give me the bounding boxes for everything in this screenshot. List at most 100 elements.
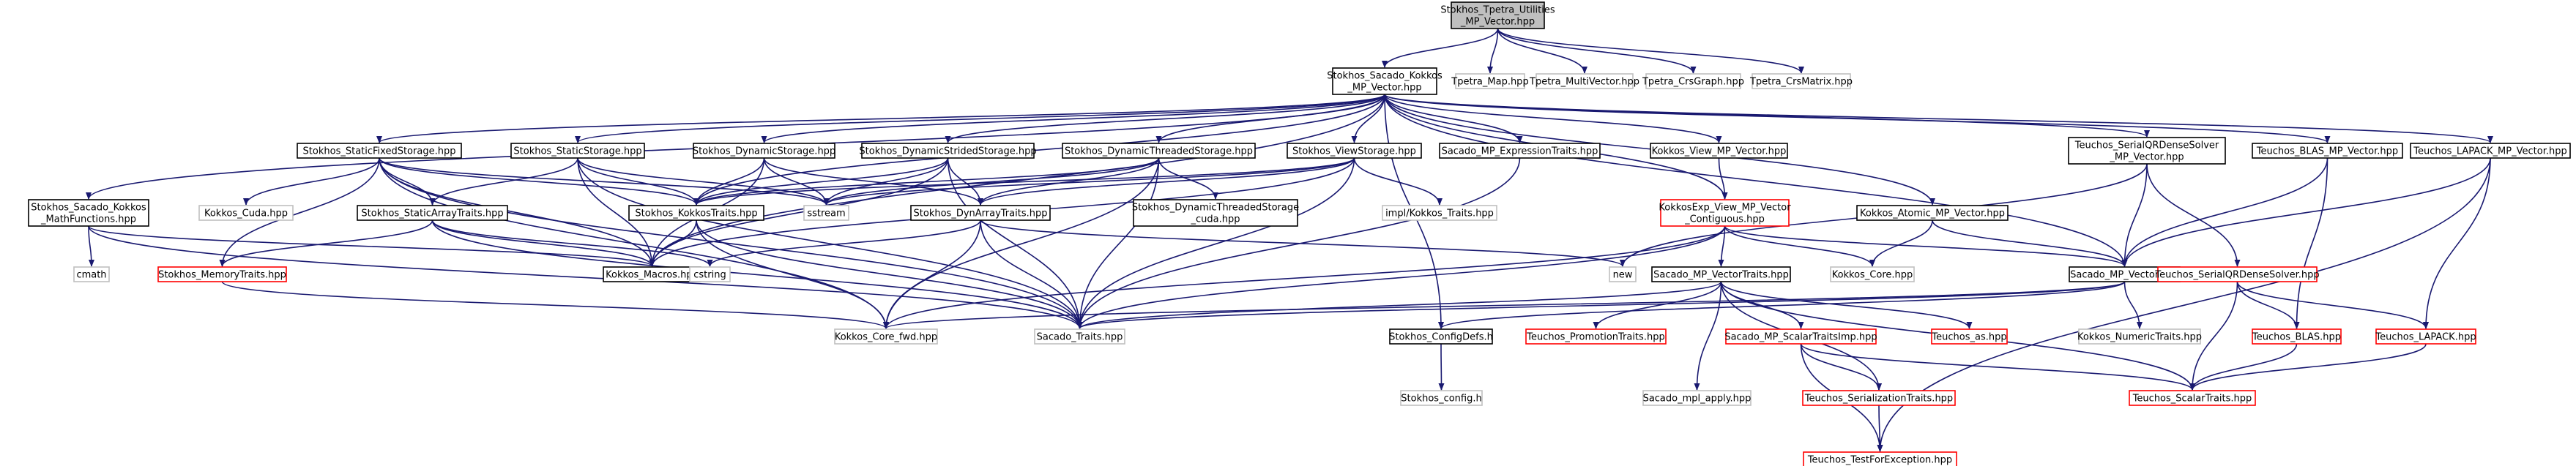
node-box bbox=[2410, 143, 2571, 159]
edge-sacado_kokkos_mp-to-mp_expr_traits bbox=[1384, 94, 1523, 143]
edge-kokkos_view_mp-to-kokkosexp_view bbox=[1718, 157, 1728, 200]
edge-math_functions-to-cmath bbox=[88, 225, 94, 267]
node-label: Stokhos_DynArrayTraits.hpp bbox=[914, 208, 1048, 219]
node-serial-qr-mp[interactable]: Teuchos_SerialQRDenseSolver_MP_Vector.hp… bbox=[2068, 137, 2226, 165]
edge-dynamic_strided-to-dyn_array_traits bbox=[947, 157, 983, 206]
node-mp-vector[interactable]: Sacado_MP_Vector.hpp bbox=[2069, 266, 2181, 282]
node-mp-scalar-traits-imp[interactable]: Sacado_MP_ScalarTraitsImp.hpp bbox=[1724, 328, 1877, 345]
node-static-storage[interactable]: Stokhos_StaticStorage.hpp bbox=[510, 143, 645, 159]
node-label: Tpetra_MultiVector.hpp bbox=[1529, 77, 1639, 88]
node-label: Sacado_MP_VectorTraits.hpp bbox=[1653, 270, 1789, 281]
node-label: Stokhos_DynamicStridedStorage.hpp bbox=[859, 146, 1036, 157]
node-teuchos-blas[interactable]: Teuchos_BLAS.hpp bbox=[2252, 328, 2342, 345]
edge-config_defs-to-stokhos_config bbox=[1438, 343, 1445, 391]
node-blas-mp[interactable]: Teuchos_BLAS_MP_Vector.hpp bbox=[2252, 143, 2403, 159]
edge-mp_vector-to-kokkos_core_fwd bbox=[883, 281, 2126, 329]
edge-view_storage-to-impl_kokkos_traits bbox=[1353, 157, 1443, 206]
edge-kokkos_atomic_mp-to-kokkos_core bbox=[1869, 219, 1933, 267]
edge-tpetra_utilities-to-tpetra_map bbox=[1487, 28, 1499, 74]
node-box bbox=[1725, 328, 1877, 345]
node-label: Teuchos_SerialQRDenseSolver.hpp bbox=[2154, 270, 2319, 281]
edge-view_storage-to-kokkos_traits bbox=[693, 157, 1355, 206]
node-memory-traits[interactable]: Stokhos_MemoryTraits.hpp bbox=[157, 266, 287, 282]
node-box bbox=[1062, 143, 1256, 159]
edge-mp_vector-to-config_defs bbox=[1438, 281, 2126, 329]
node-dyn-array-traits[interactable]: Stokhos_DynArrayTraits.hpp bbox=[910, 205, 1051, 221]
edge-static_storage-to-sacado_traits bbox=[577, 157, 1083, 329]
node-math-functions[interactable]: Stokhos_Sacado_Kokkos_MathFunctions.hpp bbox=[28, 199, 149, 227]
node-mp-expr-traits[interactable]: Sacado_MP_ExpressionTraits.hpp bbox=[1439, 143, 1601, 159]
edge-serial_qr-to-teuchos_lapack bbox=[2236, 281, 2429, 329]
node-box bbox=[834, 328, 938, 345]
node-kokkosexp-view[interactable]: KokkosExp_View_MP_Vector_Contiguous.hpp bbox=[1659, 199, 1791, 227]
edge-sacado_kokkos_mp-to-serial_qr_mp bbox=[1384, 94, 2150, 138]
node-promotion-traits[interactable]: Teuchos_PromotionTraits.hpp bbox=[1525, 328, 1667, 345]
edge-tpetra_utilities-to-tpetra_crsgraph bbox=[1497, 28, 1697, 74]
node-box bbox=[689, 266, 731, 282]
node-box bbox=[1287, 143, 1422, 159]
node-label: Teuchos_ScalarTraits.hpp bbox=[2132, 394, 2252, 405]
edge-teuchos_lapack-to-scalar_traits bbox=[2189, 343, 2427, 391]
node-box bbox=[1830, 266, 1915, 282]
node-dynamic-threaded[interactable]: Stokhos_DynamicThreadedStorage.hpp bbox=[1062, 143, 1256, 159]
node-view-storage[interactable]: Stokhos_ViewStorage.hpp bbox=[1287, 143, 1422, 159]
node-kokkos-view-mp[interactable]: Kokkos_View_MP_Vector.hpp bbox=[1650, 143, 1788, 159]
node-label: Teuchos_LAPACK.hpp bbox=[2375, 332, 2476, 343]
node-dynamic-strided[interactable]: Stokhos_DynamicStridedStorage.hpp bbox=[859, 143, 1037, 159]
node-threaded-cuda[interactable]: Stokhos_DynamicThreadedStorage_cuda.hpp bbox=[1132, 199, 1299, 227]
node-box bbox=[2129, 390, 2256, 406]
node-tpetra-utilities[interactable]: Stokhos_Tpetra_Utilities_MP_Vector.hpp bbox=[1440, 1, 1555, 29]
node-serial-qr[interactable]: Teuchos_SerialQRDenseSolver.hpp bbox=[2154, 266, 2320, 282]
node-box bbox=[1752, 73, 1851, 89]
node-box bbox=[1660, 199, 1790, 227]
node-scalar-traits[interactable]: Teuchos_ScalarTraits.hpp bbox=[2129, 390, 2256, 406]
node-label: Teuchos_TestForException.hpp bbox=[1807, 455, 1952, 466]
node-label: Kokkos_Cuda.hpp bbox=[204, 208, 288, 219]
edge-sacado_kokkos_mp-to-blas_mp bbox=[1384, 94, 2331, 143]
node-kokkos-macros[interactable]: Kokkos_Macros.hpp bbox=[603, 266, 701, 282]
node-label: Stokhos_DynamicThreadedStorage.hpp bbox=[1065, 146, 1253, 157]
edge-dynamic_threaded-to-kokkos_traits bbox=[693, 157, 1160, 206]
node-label: Sacado_MP_ExpressionTraits.hpp bbox=[1442, 146, 1598, 157]
node-box bbox=[861, 143, 1035, 159]
node-lapack-mp[interactable]: Teuchos_LAPACK_MP_Vector.hpp bbox=[2410, 143, 2571, 159]
node-serialization-traits[interactable]: Teuchos_SerializationTraits.hpp bbox=[1802, 390, 1956, 406]
edge-blas_mp-to-teuchos_blas bbox=[2293, 157, 2329, 329]
edge-kokkosexp_view-to-mp_vector bbox=[1724, 225, 2128, 267]
edge-math_functions-to-kokkos_macros bbox=[88, 225, 655, 267]
edge-tpetra_utilities-to-sacado_kokkos_mp bbox=[1382, 28, 1499, 68]
node-dynamic-storage[interactable]: Stokhos_DynamicStorage.hpp bbox=[693, 143, 835, 159]
node-label: Teuchos_SerializationTraits.hpp bbox=[1804, 394, 1953, 405]
node-static-array-traits[interactable]: Stokhos_StaticArrayTraits.hpp bbox=[357, 205, 508, 221]
node-mpl-apply: Sacado_mpl_apply.hpp bbox=[1642, 390, 1752, 406]
edge-tpetra_utilities-to-tpetra_crsmatrix bbox=[1497, 28, 1804, 74]
node-teuchos-lapack[interactable]: Teuchos_LAPACK.hpp bbox=[2375, 328, 2476, 345]
node-box bbox=[2078, 328, 2201, 345]
node-label: _Contiguous.hpp bbox=[1684, 214, 1765, 225]
node-sacado-kokkos-mp[interactable]: Stokhos_Sacado_Kokkos_MP_Vector.hpp bbox=[1327, 67, 1443, 95]
node-label: Kokkos_Macros.hpp bbox=[606, 270, 699, 281]
edge-tpetra_utilities-to-tpetra_multivector bbox=[1497, 28, 1587, 74]
node-mp-vector-traits[interactable]: Sacado_MP_VectorTraits.hpp bbox=[1651, 266, 1791, 282]
edge-lapack_mp-to-mp_vector bbox=[2121, 157, 2491, 267]
node-box bbox=[2157, 266, 2318, 282]
node-kokkos-traits[interactable]: Stokhos_KokkosTraits.hpp bbox=[628, 205, 764, 221]
node-sacado-traits: Sacado_Traits.hpp bbox=[1034, 328, 1125, 345]
node-static-fixed[interactable]: Stokhos_StaticFixedStorage.hpp bbox=[297, 143, 462, 159]
edge-mp_vector_traits-to-mpl_apply bbox=[1694, 281, 1722, 391]
edge-static_fixed-to-sstream bbox=[379, 157, 830, 206]
node-label: Stokhos_ConfigDefs.h bbox=[1389, 332, 1493, 343]
node-test-for-exception[interactable]: Teuchos_TestForException.hpp bbox=[1803, 451, 1957, 466]
node-kokkos-atomic-mp[interactable]: Kokkos_Atomic_MP_Vector.hpp bbox=[1856, 205, 2009, 221]
edge-dynamic_threaded-to-kokkos_core_fwd bbox=[883, 157, 1160, 329]
node-box bbox=[1650, 143, 1788, 159]
node-label: Teuchos_LAPACK_MP_Vector.hpp bbox=[2413, 146, 2566, 157]
edge-dyn_array_traits-to-new bbox=[980, 219, 1626, 267]
node-teuchos-as[interactable]: Teuchos_as.hpp bbox=[1931, 328, 2008, 345]
edge-sacado_kokkos_mp-to-static_storage bbox=[575, 94, 1385, 143]
node-box bbox=[1931, 328, 2008, 345]
node-label: Teuchos_PromotionTraits.hpp bbox=[1526, 332, 1664, 343]
node-config-defs[interactable]: Stokhos_ConfigDefs.h bbox=[1389, 328, 1493, 345]
edge-view_storage-to-dyn_array_traits bbox=[978, 157, 1355, 206]
node-label: Teuchos_SerialQRDenseSolver bbox=[2074, 140, 2219, 151]
